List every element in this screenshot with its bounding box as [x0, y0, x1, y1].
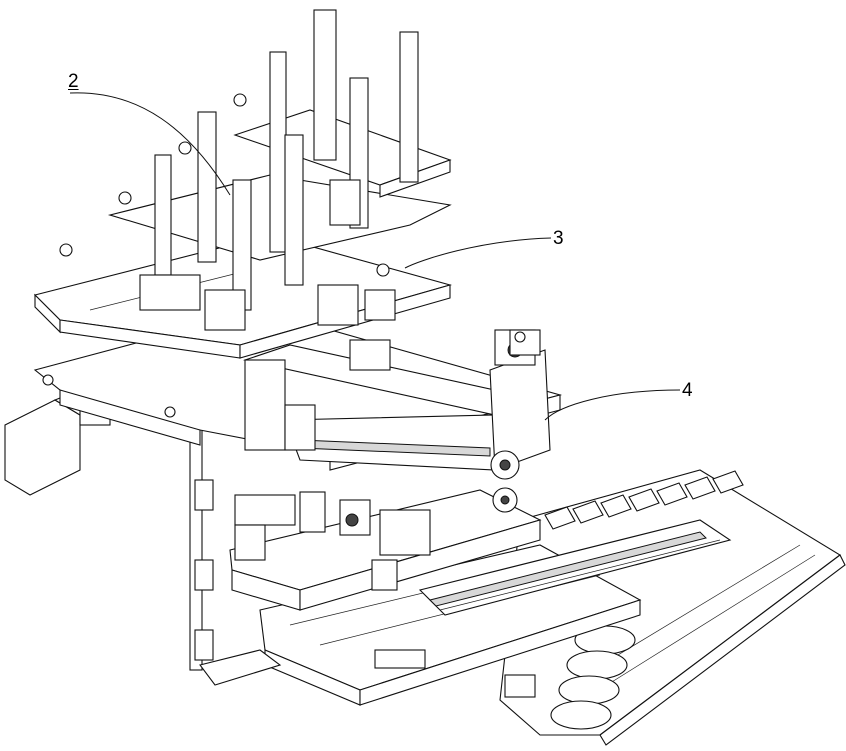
cable-chain: [544, 470, 744, 730]
vertical-guide-post: [189, 419, 282, 686]
chain-link: [572, 500, 604, 524]
leader-line-3: [404, 237, 552, 269]
chain-link: [656, 482, 688, 506]
callout-label-4: 4: [682, 380, 693, 401]
chain-link: [558, 675, 620, 705]
chain-link: [712, 470, 744, 494]
chain-link: [544, 506, 576, 530]
belt-pulleys: [490, 450, 520, 513]
leader-line-4: [544, 389, 681, 421]
callout-label-3: 3: [553, 228, 564, 249]
locating-knobs: [59, 93, 390, 277]
chain-link: [684, 476, 716, 500]
chain-link: [628, 488, 660, 512]
linear-rail: [418, 519, 732, 616]
callout-label-2: 2: [68, 71, 79, 92]
chain-link: [566, 650, 628, 680]
leader-lines: [69, 92, 681, 421]
chain-link: [550, 700, 612, 730]
cylinder-blocks: [139, 179, 396, 371]
lower-fixture-platform: [229, 489, 542, 611]
chain-link: [600, 494, 632, 518]
leader-line-2: [69, 92, 231, 196]
magazine-bars: [154, 9, 419, 311]
sensor: [509, 329, 541, 356]
